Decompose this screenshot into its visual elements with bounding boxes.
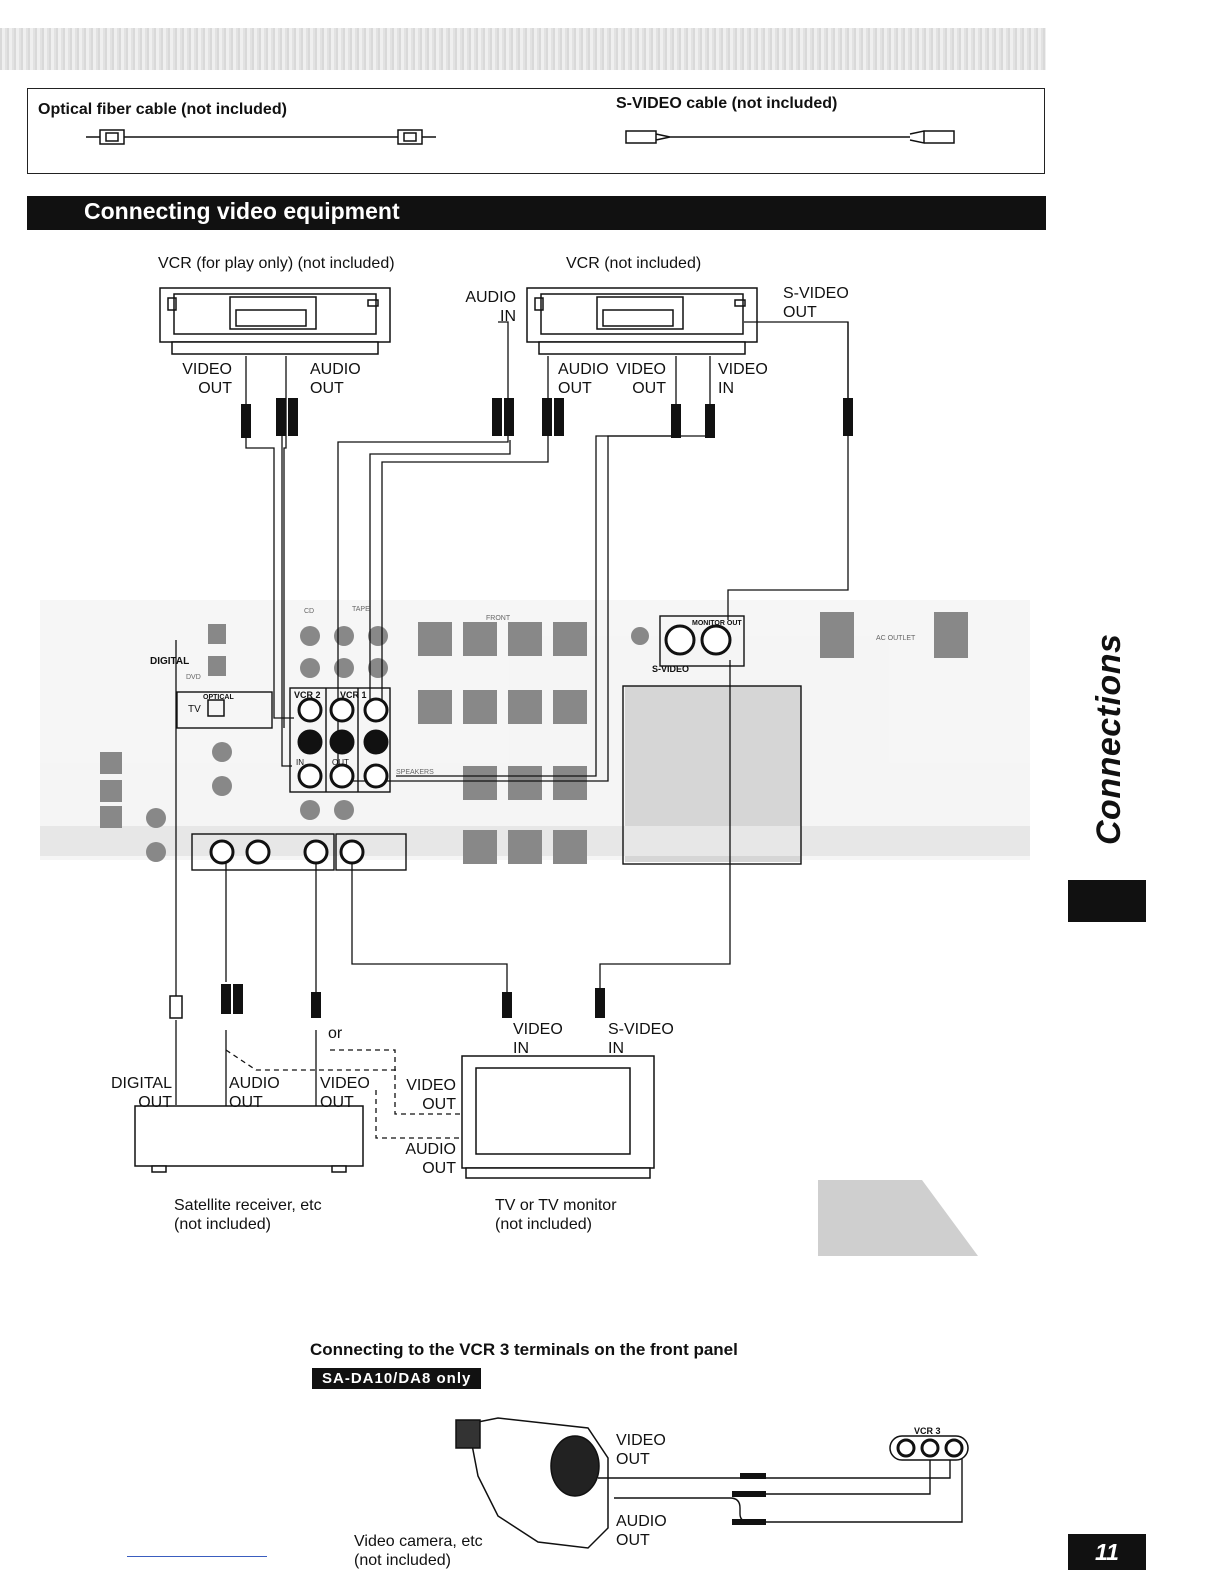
vcr1-caption: VCR (for play only) (not included) (158, 255, 395, 272)
section-header: Connecting video equipment (27, 196, 1046, 230)
panel-vcr2-label: VCR 2 (294, 690, 321, 700)
panel-in-label: IN (296, 758, 304, 767)
panel-jacks (209, 624, 732, 865)
vcr3-jacks (889, 1435, 969, 1461)
front-panel-title: Connecting to the VCR 3 terminals on the… (310, 1340, 738, 1359)
panel-vcr1-label: VCR 1 (340, 690, 367, 700)
camera-caption: Video camera, etc(not included) (354, 1533, 483, 1569)
vcr1-device (159, 287, 391, 355)
panel-out-label: OUT (332, 758, 349, 767)
footer-rule (127, 1556, 267, 1557)
vcr3-label: VCR 3 (914, 1426, 941, 1436)
scan-header-strip (0, 28, 1046, 70)
side-tab-label: Connections (1090, 633, 1128, 845)
panel-jack-boxes (176, 615, 802, 871)
page-number: 11 (1068, 1534, 1146, 1570)
or-label: or (328, 1025, 343, 1042)
svideo-cable-title: S-VIDEO cable (not included) (616, 95, 838, 112)
panel-terminals (100, 612, 968, 864)
cable-legend-box: Optical fiber cable (not included) S-VID… (27, 88, 1045, 174)
panel-monitor-out-label: MONITOR OUT (692, 620, 742, 627)
panel-front-label: FRONT (486, 615, 511, 622)
model-badge: SA-DA10/DA8 only (312, 1368, 482, 1389)
vcr2-device (526, 287, 758, 355)
optical-plug-icon (169, 995, 183, 1019)
panel-speakers-label: SPEAKERS (396, 769, 434, 776)
panel-tape-label: TAPE (352, 606, 370, 613)
side-tab-marker (1068, 880, 1146, 922)
satellite-receiver (134, 1105, 364, 1173)
front-panel-wires (598, 1454, 963, 1525)
panel-tv-label: TV (188, 704, 201, 715)
optical-cable-icon (86, 129, 436, 145)
satellite-caption: Satellite receiver, etc(not included) (174, 1197, 322, 1233)
svideo-cable-icon (625, 130, 955, 144)
vcr2-caption: VCR (not included) (566, 255, 702, 272)
tv-caption: TV or TV monitor(not included) (495, 1197, 617, 1233)
tv-monitor (461, 1055, 655, 1179)
panel-dvd-label: DVD (186, 674, 201, 681)
plugs (221, 398, 853, 1018)
panel-ac-outlet-label: AC OUTLET (876, 635, 916, 642)
optical-tv-jack (207, 699, 225, 717)
optical-cable-title: Optical fiber cable (not included) (38, 101, 287, 118)
panel-cd-label: CD (304, 608, 315, 615)
video-camera (455, 1417, 609, 1549)
panel-digital-label: DIGITAL (150, 656, 190, 667)
scan-artifacts (818, 1180, 978, 1256)
panel-optical-label: OPTICAL (203, 694, 234, 701)
panel-svideo-label: S-VIDEO (652, 664, 690, 674)
section-title: Connecting video equipment (84, 198, 400, 224)
